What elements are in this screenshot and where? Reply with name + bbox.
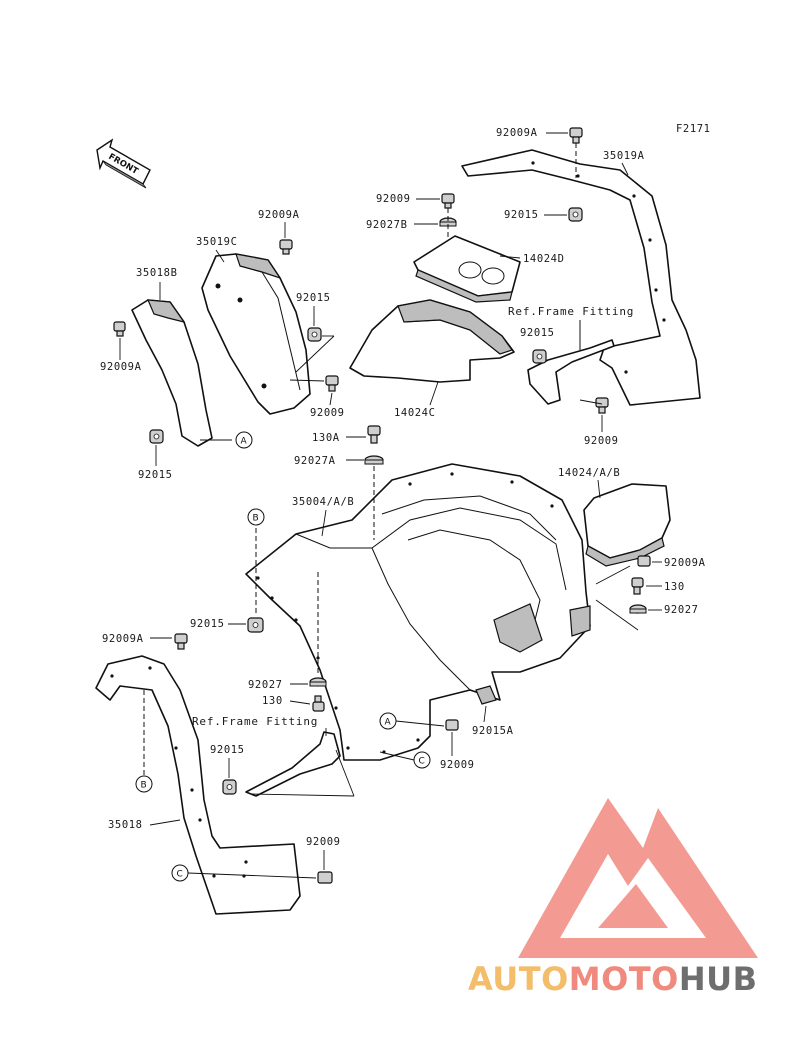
svg-text:C: C [177, 870, 183, 880]
frame-bracket-upper [527, 320, 615, 405]
bolt-92009A-left-icon [279, 239, 293, 255]
svg-text:A: A [241, 437, 248, 447]
fender-35019C [201, 253, 311, 415]
callout-a-lower: A [379, 712, 397, 730]
bolt-92009-upper-icon [441, 193, 455, 209]
cover-14024D [413, 235, 521, 303]
svg-text:C: C [419, 757, 425, 767]
label-92015-fender: 92015 [190, 618, 225, 630]
watermark-moto: MOTO [568, 960, 679, 998]
bolt-92009A-right-icon [637, 555, 651, 567]
ref-frame-lower: Ref.Frame Fitting [192, 715, 318, 728]
front-arrow-icon: FRONT [96, 138, 151, 189]
clip-92015A-icon [475, 685, 497, 705]
label-35019A: 35019A [603, 150, 645, 162]
label-14024D: 14024D [523, 253, 565, 265]
callout-c-right: C [413, 751, 431, 769]
front-fender-35004AB [245, 463, 591, 761]
svg-text:B: B [253, 514, 259, 524]
fender-flap-35018 [95, 655, 301, 915]
cover-14024AB [583, 483, 671, 567]
label-92015-frame: 92015 [520, 327, 555, 339]
bolt-92009-bottom-icon [317, 871, 333, 884]
nut-92015-mid-icon [307, 327, 322, 342]
label-92015-leftbottom: 92015 [138, 469, 173, 481]
callout-b-lower: B [135, 775, 153, 793]
watermark-hub: HUB [678, 960, 758, 998]
label-130-right: 130 [664, 581, 685, 593]
label-92009A-lower: 92009A [102, 633, 144, 645]
washer-92027-right-icon [629, 604, 647, 614]
callout-c-lower: C [171, 864, 189, 882]
svg-text:B: B [141, 781, 147, 791]
label-92009-right: 92009 [584, 435, 619, 447]
nut-92015-frame-icon [532, 349, 547, 364]
svg-text:A: A [385, 718, 392, 728]
bolt-92009A-lower-icon [174, 633, 188, 650]
nut-92015-lowerframe-icon [222, 779, 237, 795]
callout-a-upper: A [235, 431, 253, 449]
label-130A: 130A [312, 432, 340, 444]
figure-code: F2171 [676, 123, 711, 135]
label-92009A-left: 92009A [258, 209, 300, 221]
nut-92015-upper-icon [568, 207, 583, 222]
label-92009A-top: 92009A [496, 127, 538, 139]
label-92015-upper: 92015 [504, 209, 539, 221]
nut-92015-leftbottom-icon [149, 429, 164, 444]
label-130-lower: 130 [262, 695, 283, 707]
label-14024C: 14024C [394, 407, 436, 419]
bolt-130-right-icon [631, 577, 644, 595]
label-92015-mid: 92015 [296, 292, 331, 304]
cover-14024C [349, 299, 515, 383]
label-92009A-right: 92009A [664, 557, 706, 569]
watermark-auto: AUTO [468, 960, 569, 998]
bolt-92009-mid-icon [325, 375, 339, 392]
bolt-130A-icon [367, 425, 381, 444]
frame-bracket-lower [245, 731, 341, 797]
bolt-92009-right-icon [595, 397, 609, 414]
bolt-130-lower-icon [312, 695, 325, 712]
label-35018: 35018 [108, 819, 143, 831]
fender-flap-35019A [461, 149, 701, 406]
label-92027-right: 92027 [664, 604, 699, 616]
label-92009A-lefttab: 92009A [100, 361, 142, 373]
label-14024AB: 14024/A/B [558, 467, 620, 479]
bolt-92009-lowermid-icon [445, 719, 459, 731]
label-92009-upper: 92009 [376, 193, 411, 205]
label-92027-lower: 92027 [248, 679, 283, 691]
washer-92027A-icon [364, 455, 384, 465]
watermark-logo: AUTOMOTOHUB [468, 788, 798, 998]
washer-92027-lower-icon [309, 677, 327, 687]
label-35018B: 35018B [136, 267, 178, 279]
label-92015A: 92015A [472, 725, 514, 737]
watermark-mountain-icon [518, 798, 758, 958]
bolt-92009A-top-icon [569, 127, 583, 144]
label-92027A: 92027A [294, 455, 336, 467]
label-92009-lowermid: 92009 [440, 759, 475, 771]
label-92009-bottom: 92009 [306, 836, 341, 848]
label-35004AB: 35004/A/B [292, 496, 354, 508]
label-35019C: 35019C [196, 236, 238, 248]
nut-92015-fender-icon [247, 617, 264, 633]
fender-35018B [131, 299, 213, 447]
bolt-92009A-lefttab-icon [113, 321, 126, 337]
label-92027B: 92027B [366, 219, 408, 231]
callout-b-upper: B [247, 508, 265, 526]
label-92015-lowerframe: 92015 [210, 744, 245, 756]
label-92009-mid: 92009 [310, 407, 345, 419]
ref-frame-upper: Ref.Frame Fitting [508, 305, 634, 318]
